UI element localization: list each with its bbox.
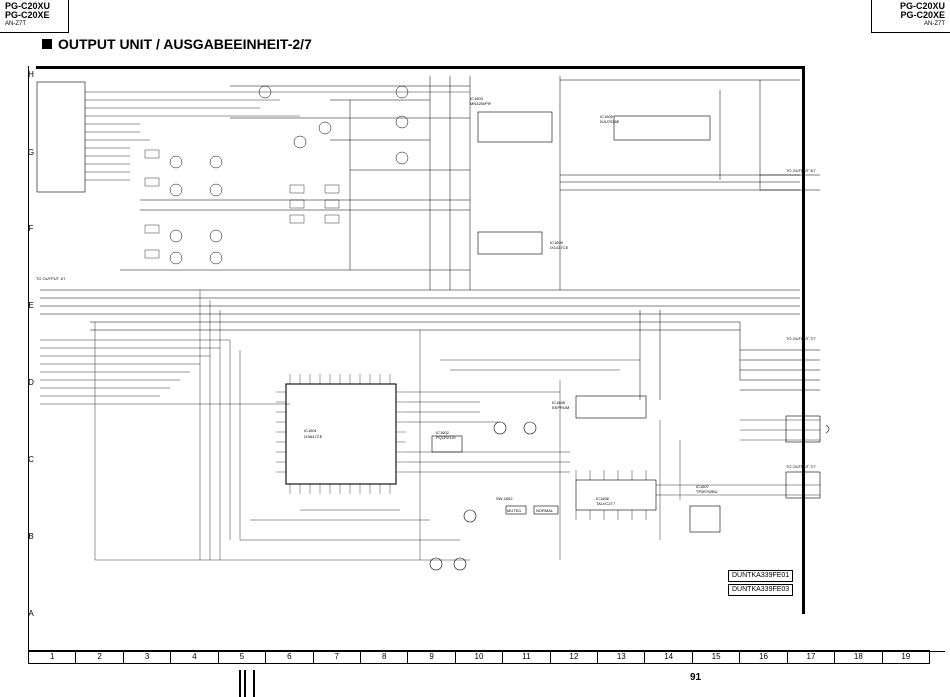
- column-label: 19: [901, 652, 911, 661]
- ic1606-ref: IC1606: [596, 496, 610, 501]
- ic1608-ref: IC1608: [552, 400, 566, 405]
- ic1609-ref: IC1609: [550, 240, 564, 245]
- ic1606-part: TALVC2T7: [596, 501, 616, 506]
- header-code: AN-Z7T: [924, 21, 945, 27]
- header-model1: PG-C20XU: [899, 1, 945, 11]
- row-label: E: [28, 301, 34, 310]
- ic1601-part: IX3647CE: [304, 434, 323, 439]
- to-output-label: TO OUTPUT 7/7: [786, 336, 816, 341]
- column-label: 2: [76, 651, 124, 663]
- column-label: 6: [266, 651, 314, 663]
- header-code: AN-Z7T: [5, 21, 26, 27]
- header-model1: PG-C20XU: [5, 1, 51, 11]
- to-output-label: TO OUTPUT 1/7: [36, 276, 66, 281]
- to-output-label: TO OUTPUT 7/7: [786, 464, 816, 469]
- column-label: 17: [788, 651, 836, 663]
- ic1601-ref: IC1601: [304, 428, 318, 433]
- ic1602-body: [431, 435, 463, 453]
- output-connector: [785, 415, 821, 443]
- column-label: 13: [598, 651, 646, 663]
- column-label: 5: [219, 651, 267, 663]
- column-label: 15: [693, 651, 741, 663]
- ic1608-part: EEPROM: [552, 405, 569, 410]
- schematic-frame: [28, 66, 945, 652]
- page-title: OUTPUT UNIT / AUSGABEEINHEIT-2/7: [42, 36, 312, 52]
- column-label: 9: [408, 651, 456, 663]
- square-bullet-icon: [42, 39, 52, 49]
- column-label: 3: [124, 651, 172, 663]
- ic1605-body: [613, 115, 711, 141]
- column-label: 14: [645, 651, 693, 663]
- ic1601-body: [285, 383, 397, 485]
- binding-mark-icon: [239, 670, 255, 697]
- row-label: C: [28, 455, 34, 464]
- header-model2: PG-C20XE: [5, 10, 50, 20]
- switch-muted-label: MUTED: [507, 508, 521, 513]
- ic1607-part: TP0E7WBU: [696, 489, 718, 494]
- ic1602-ref: IC1602: [436, 430, 450, 435]
- switch-normal-label: NORMAL: [536, 508, 554, 513]
- ic1603-body: [477, 111, 553, 143]
- board-outline: [36, 66, 805, 614]
- ic1609-part: IX1437CE: [550, 245, 569, 250]
- ic1609-body: [477, 231, 543, 255]
- column-label: 18: [835, 651, 883, 663]
- input-connector: [36, 81, 86, 193]
- header-model2: PG-C20XE: [900, 10, 945, 20]
- ic1607-body: [689, 505, 721, 533]
- header-model-left: PG-C20XU PG-C20XE AN-Z7T: [0, 0, 69, 33]
- column-label: 8: [361, 651, 409, 663]
- ic1608-body: [575, 395, 647, 419]
- column-label: 12: [551, 651, 599, 663]
- row-label: D: [28, 378, 34, 387]
- row-label: F: [28, 224, 34, 233]
- row-label: B: [28, 532, 34, 541]
- output-connector: [785, 471, 821, 499]
- page-number: 91: [690, 672, 702, 683]
- switch-label: SW-1602: [496, 496, 513, 501]
- ic1603-ref: IC1603: [470, 96, 484, 101]
- header-model-right: PG-C20XU PG-C20XE AN-Z7T: [871, 0, 950, 33]
- column-label: 1: [29, 651, 77, 663]
- to-output-label: TO OUTPUT 3/7: [786, 168, 816, 173]
- column-label: 11: [503, 651, 551, 663]
- column-grid-bar: 1 2 3 4 5 6 7 8 9 10 11 12 13 14 15 16 1…: [28, 650, 930, 664]
- board-code-label: DUNTKA339FE01: [728, 570, 794, 582]
- ic1603-part: MN3250PIF: [470, 101, 492, 106]
- ic1605-ref: IC1605: [600, 114, 614, 119]
- column-label: 16: [740, 651, 788, 663]
- ic1606-body: [575, 479, 657, 511]
- column-label: 4: [171, 651, 219, 663]
- column-label: 7: [314, 651, 361, 663]
- row-label: A: [28, 609, 34, 618]
- ic1602-part: PQ1R21J0: [436, 435, 456, 440]
- row-label: H: [28, 70, 34, 79]
- column-label: 10: [456, 651, 504, 663]
- ic1605-part: NJU7036E: [600, 119, 620, 124]
- page-title-text: OUTPUT UNIT / AUSGABEEINHEIT-2/7: [58, 36, 312, 52]
- ic1607-ref: IC1607: [696, 484, 710, 489]
- row-label: G: [27, 148, 35, 157]
- board-code-label: DUNTKA339FE03: [728, 584, 794, 596]
